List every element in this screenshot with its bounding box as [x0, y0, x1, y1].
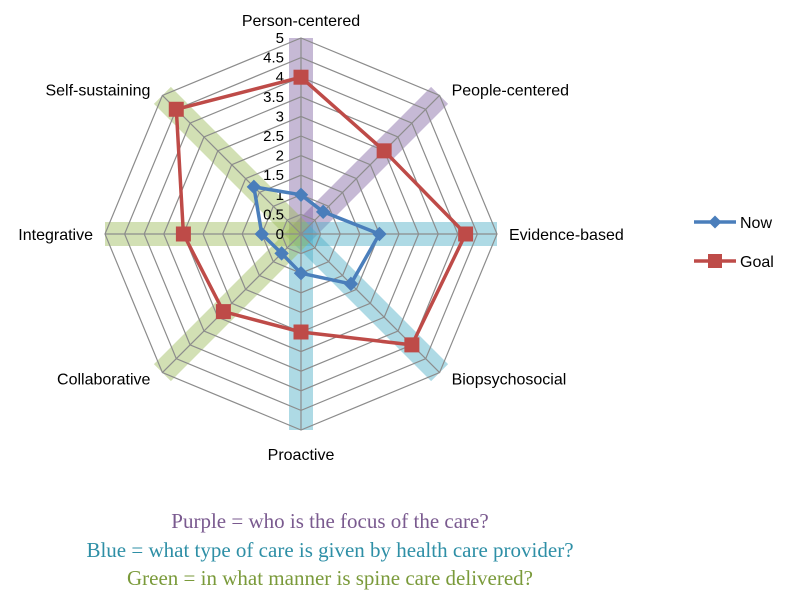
legend-item-now: Now	[694, 215, 772, 232]
marker-goal-people-centered	[376, 143, 392, 159]
axis-label-self-sustaining: Self-sustaining	[45, 82, 150, 99]
tick-label: 5	[276, 30, 284, 47]
marker-now-people-centered	[315, 204, 331, 220]
tick-label: 4.5	[263, 50, 284, 67]
tick-label: 1	[276, 187, 284, 204]
marker-now-person-centered	[293, 187, 309, 203]
legend-label-now: Now	[740, 215, 772, 232]
marker-goal-biopsychosocial	[404, 337, 420, 353]
axis-label-person-centered: Person-centered	[242, 13, 360, 30]
legend-marker-goal	[708, 254, 722, 268]
tick-label: 2.5	[263, 128, 284, 145]
axis-label-biopsychosocial: Biopsychosocial	[452, 372, 567, 389]
marker-now-integrative	[254, 226, 270, 242]
marker-goal-proactive	[293, 324, 309, 340]
tick-label: 4	[276, 69, 284, 86]
caption-green: Green = in what manner is spine care del…	[126, 566, 533, 590]
axis-labels: Person-centeredPeople-centeredEvidence-b…	[18, 13, 623, 464]
radial-tick-labels: 0 0.5 1 1.5 2 2.5 3 3.5 4 4.5 5	[263, 30, 284, 243]
tick-label: 0.5	[263, 206, 284, 223]
legend-label-goal: Goal	[740, 254, 774, 271]
radar-grid	[104, 37, 498, 431]
axis-label-proactive: Proactive	[268, 447, 335, 464]
marker-goal-integrative	[175, 226, 191, 242]
series-layer	[168, 69, 474, 353]
marker-now-self-sustaining	[246, 179, 262, 195]
series-goal	[168, 69, 474, 353]
marker-now-proactive	[293, 265, 309, 281]
legend-item-goal: Goal	[694, 254, 774, 271]
axis-label-evidence-based: Evidence-based	[509, 227, 624, 244]
axis-label-collaborative: Collaborative	[57, 372, 150, 389]
axis-label-integrative: Integrative	[18, 227, 93, 244]
marker-now-evidence-based	[372, 226, 387, 242]
tick-label: 2	[276, 148, 284, 165]
caption-blue: Blue = what type of care is given by hea…	[86, 538, 574, 562]
spoke-collaborative	[161, 233, 302, 374]
marker-goal-self-sustaining	[168, 101, 184, 117]
marker-goal-collaborative	[215, 304, 231, 320]
tick-label: 3.5	[263, 89, 284, 106]
marker-goal-person-centered	[293, 69, 309, 85]
tick-label: 3	[276, 108, 284, 125]
series-now	[246, 179, 387, 292]
tick-label: 1.5	[263, 167, 284, 184]
marker-now-biopsychosocial	[343, 276, 359, 292]
caption-purple: Purple = who is the focus of the care?	[171, 509, 489, 533]
marker-goal-evidence-based	[458, 226, 474, 242]
axis-label-people-centered: People-centered	[452, 82, 569, 99]
marker-now-collaborative	[274, 246, 289, 261]
spoke-self-sustaining	[161, 94, 302, 235]
legend-marker-now	[708, 215, 722, 229]
tick-label: 0	[276, 226, 284, 243]
